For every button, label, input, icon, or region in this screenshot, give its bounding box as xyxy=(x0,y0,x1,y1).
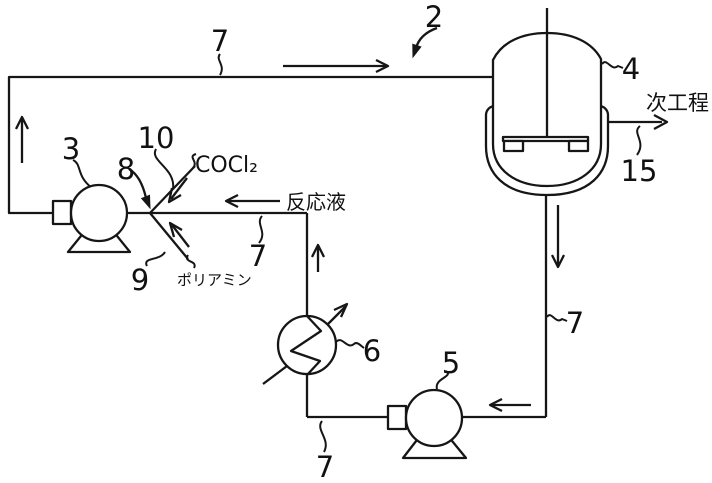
flow-arrow-up-middle-icon xyxy=(310,243,326,272)
pump-5-outlet-box xyxy=(386,404,408,431)
flow-arrow-up-left-icon xyxy=(14,115,30,163)
pointer-2-arrow-icon xyxy=(412,26,438,59)
annotation-labels: COCl₂ ポリアミン 反応液 次工程 xyxy=(177,91,709,289)
leader-9 xyxy=(145,251,166,267)
leader-7-top xyxy=(217,53,223,76)
heat-exchanger-6 xyxy=(262,302,349,385)
reactor-vessel-4 xyxy=(484,8,610,197)
label-9: 9 xyxy=(131,263,149,297)
pipe-top-horizontal xyxy=(7,75,493,215)
leader-10 xyxy=(153,148,175,190)
polyamine-inlet-line xyxy=(149,212,189,260)
pointer-8-arrow-icon xyxy=(128,168,151,210)
leader-5 xyxy=(435,370,449,390)
coolant-in-line xyxy=(262,365,288,385)
label-reaction-liquid: 反応液 xyxy=(286,190,346,214)
flow-arrow-left-pump5-icon xyxy=(488,397,531,413)
label-7-junction: 7 xyxy=(249,239,267,273)
flow-arrows xyxy=(14,58,669,413)
label-7-bottom: 7 xyxy=(316,450,334,483)
pump-3-body xyxy=(69,183,129,243)
label-8: 8 xyxy=(117,152,135,186)
pump-3 xyxy=(51,183,132,254)
polyamine-inlet-arrow-icon xyxy=(168,221,190,248)
leader-3 xyxy=(72,159,93,189)
pump-5 xyxy=(386,388,468,460)
stirrer-paddle-right xyxy=(567,139,590,153)
label-polyamine: ポリアミン xyxy=(177,271,252,289)
reference-labels: 7 2 3 8 10 9 7 6 7 5 7 4 15 xyxy=(62,0,658,483)
label-6: 6 xyxy=(363,334,381,368)
label-5: 5 xyxy=(442,346,460,380)
cocl2-inlet-arrow-icon xyxy=(167,177,188,204)
leader-lines xyxy=(72,26,642,453)
flow-arrow-right-icon xyxy=(283,58,390,74)
flow-arrow-next-process-icon xyxy=(653,113,669,131)
label-cocl2: COCl₂ xyxy=(195,153,258,178)
leader-6 xyxy=(335,339,365,349)
flow-arrow-down-right-icon xyxy=(550,205,566,269)
leader-15 xyxy=(636,125,642,156)
label-4: 4 xyxy=(622,52,640,86)
label-15: 15 xyxy=(621,154,658,188)
label-2: 2 xyxy=(425,0,443,34)
label-7-top: 7 xyxy=(211,24,229,58)
leader-7-junction xyxy=(258,215,264,244)
stirrer-paddle-left xyxy=(502,139,525,153)
label-next-process: 次工程 xyxy=(646,91,709,115)
leader-cocl2 xyxy=(191,153,197,169)
heat-exchanger-zigzag xyxy=(289,315,323,376)
label-10: 10 xyxy=(138,121,175,155)
label-7-right: 7 xyxy=(566,306,584,340)
leader-7-bottom xyxy=(319,420,327,453)
flow-arrow-reaction-liquid-icon xyxy=(224,193,280,209)
leader-7-right xyxy=(546,314,568,322)
pump-5-body xyxy=(404,388,464,448)
pump-3-outlet-box xyxy=(51,199,73,226)
label-3: 3 xyxy=(62,132,80,166)
stirrer-bar xyxy=(501,135,590,143)
leader-4 xyxy=(601,61,624,69)
coolant-out-arrow-icon xyxy=(326,302,349,326)
feed-junction xyxy=(128,165,196,260)
leader-polyamine xyxy=(186,254,196,269)
